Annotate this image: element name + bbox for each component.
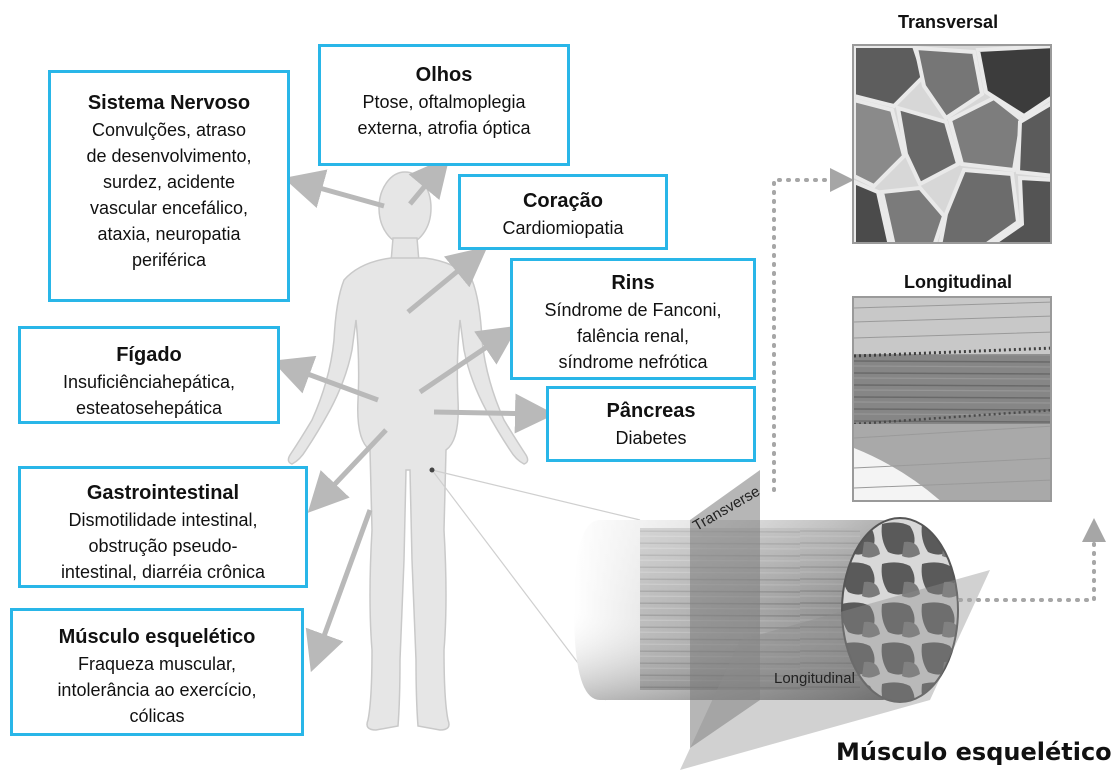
longitudinal-label: Longitudinal xyxy=(904,272,1012,293)
organ-title: Coração xyxy=(461,187,665,215)
organ-title: Sistema Nervoso xyxy=(51,89,287,117)
organ-title: Olhos xyxy=(321,61,567,89)
human-body-silhouette xyxy=(288,172,527,730)
organ-box-rins: Rins Síndrome de Fanconi, falência renal… xyxy=(510,258,756,380)
organ-box-coracao: Coração Cardiomiopatia xyxy=(458,174,668,250)
organ-box-musculo-esqueletico: Músculo esquelético Fraqueza muscular, i… xyxy=(10,608,304,736)
longitudinal-fibers-image xyxy=(854,298,1052,502)
zoom-origin-dot xyxy=(430,468,435,473)
transversal-cells-image xyxy=(854,46,1052,244)
organ-description: Fraqueza muscular, intolerância ao exerc… xyxy=(13,651,301,729)
organ-title: Músculo esquelético xyxy=(13,623,301,651)
transversal-label: Transversal xyxy=(898,12,998,33)
muscle-caption: Músculo esquelético xyxy=(836,738,1112,766)
organ-description: Síndrome de Fanconi, falência renal, sín… xyxy=(513,297,753,375)
longitudinal-micrograph xyxy=(852,296,1052,502)
organ-description: Cardiomiopatia xyxy=(461,215,665,241)
organ-box-figado: Fígado Insuficiênciahepática, esteatoseh… xyxy=(18,326,280,424)
organ-box-sistema-nervoso: Sistema Nervoso Convulções, atraso de de… xyxy=(48,70,290,302)
transversal-micrograph xyxy=(852,44,1052,244)
organ-description: Dismotilidade intestinal, obstrução pseu… xyxy=(21,507,305,585)
organ-title: Gastrointestinal xyxy=(21,479,305,507)
organ-description: Insuficiênciahepática, esteatosehepática xyxy=(21,369,277,421)
organ-title: Fígado xyxy=(21,341,277,369)
organ-description: Ptose, oftalmoplegia externa, atrofia óp… xyxy=(321,89,567,141)
organ-description: Convulções, atraso de desenvolvimento, s… xyxy=(51,117,287,273)
organ-title: Rins xyxy=(513,269,753,297)
organ-box-gastrointestinal: Gastrointestinal Dismotilidade intestina… xyxy=(18,466,308,588)
organ-description: Diabetes xyxy=(549,425,753,451)
organ-box-pancreas: Pâncreas Diabetes xyxy=(546,386,756,462)
organ-title: Pâncreas xyxy=(549,397,753,425)
muscle-cylinder xyxy=(574,470,990,770)
longitudinal-plane-label: Longitudinal xyxy=(774,670,855,687)
organ-box-olhos: Olhos Ptose, oftalmoplegia externa, atro… xyxy=(318,44,570,166)
